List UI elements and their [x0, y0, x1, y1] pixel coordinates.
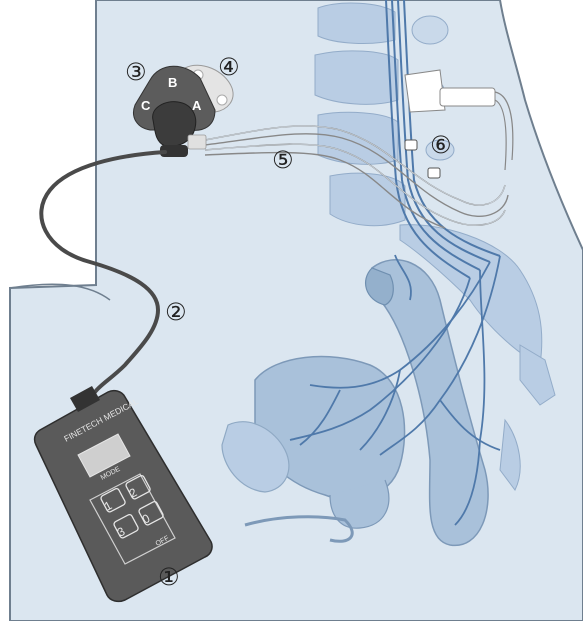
- callout-6: ⑥: [430, 131, 452, 159]
- callout-3: ③: [125, 58, 147, 86]
- vertebra-4: [330, 173, 405, 225]
- electrode-cuff-1: [405, 140, 417, 150]
- callout-1: ①: [158, 563, 180, 591]
- vertebra-2: [315, 51, 398, 104]
- receiver-label-c: C: [141, 98, 151, 113]
- vertebra-1: [318, 3, 395, 43]
- callout-2: ②: [165, 298, 187, 326]
- callout-5: ⑤: [272, 146, 294, 174]
- electrode-cuff-2: [428, 168, 440, 178]
- receiver-label-a: A: [192, 98, 202, 113]
- callout-4: ④: [218, 53, 240, 81]
- process-1: [412, 16, 448, 44]
- receiver-label-b: B: [168, 75, 177, 90]
